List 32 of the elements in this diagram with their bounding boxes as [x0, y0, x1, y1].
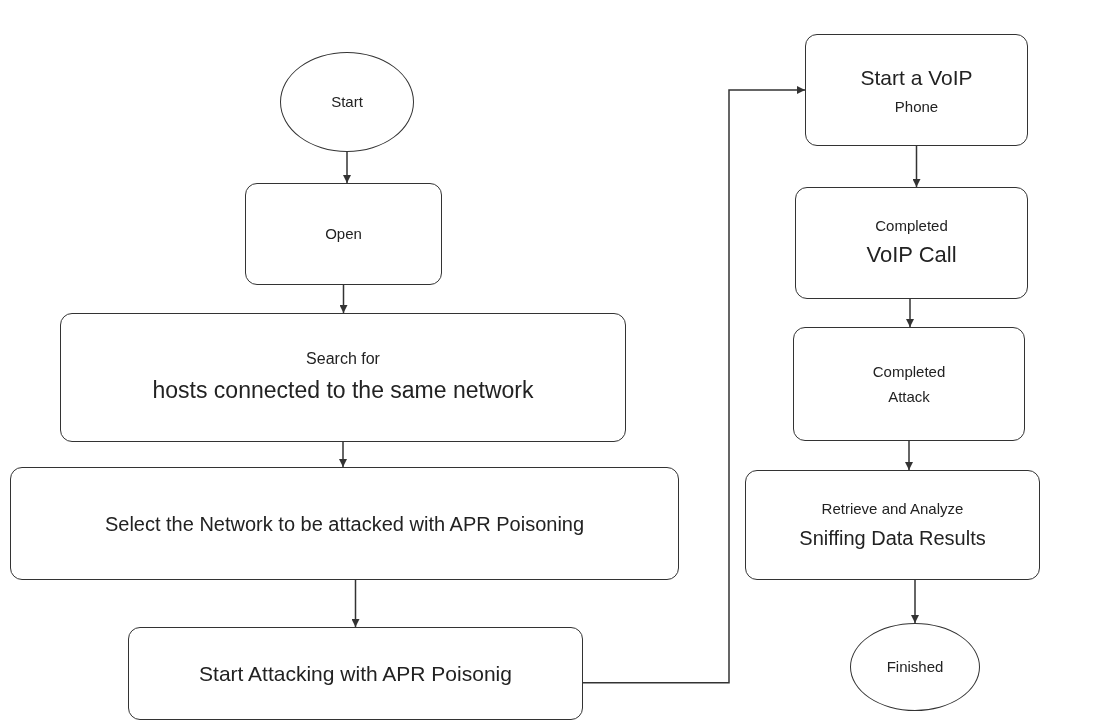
arrow [912, 145, 921, 188]
arrow [911, 579, 919, 624]
node-text: VoIP Call [866, 241, 957, 270]
process-box [128, 627, 583, 720]
node-text: Search for [306, 349, 380, 370]
node-text: Retrieve and Analyze [821, 499, 964, 519]
node-text: Finished [886, 657, 944, 677]
arrow [906, 298, 914, 328]
arrow [339, 441, 347, 468]
process-box [60, 313, 626, 442]
node-text: hosts connected to the same network [152, 375, 534, 405]
node-text: Completed [872, 361, 946, 381]
node-text: Sniffing Data Results [799, 525, 986, 551]
arrow [339, 284, 348, 314]
arrow [351, 579, 360, 628]
node-text: Start Attacking with APR Poisonig [199, 660, 512, 687]
arrow [582, 86, 806, 684]
process-box [745, 470, 1040, 580]
node-text: Select the Network to be attacked with APR Poisoning [104, 511, 585, 537]
node-text: Open [325, 224, 362, 244]
arrow [905, 440, 913, 471]
process-box [245, 183, 442, 285]
process-box [10, 467, 679, 580]
arrow [343, 151, 351, 184]
node-text: Start [331, 92, 363, 112]
node-text: Completed [875, 215, 948, 236]
process-box [793, 327, 1025, 441]
node-text: Attack [888, 387, 930, 407]
process-box [795, 187, 1028, 299]
process-box [805, 34, 1028, 146]
node-text: Phone [894, 96, 939, 117]
node-text: Start a VoIP [860, 64, 973, 91]
